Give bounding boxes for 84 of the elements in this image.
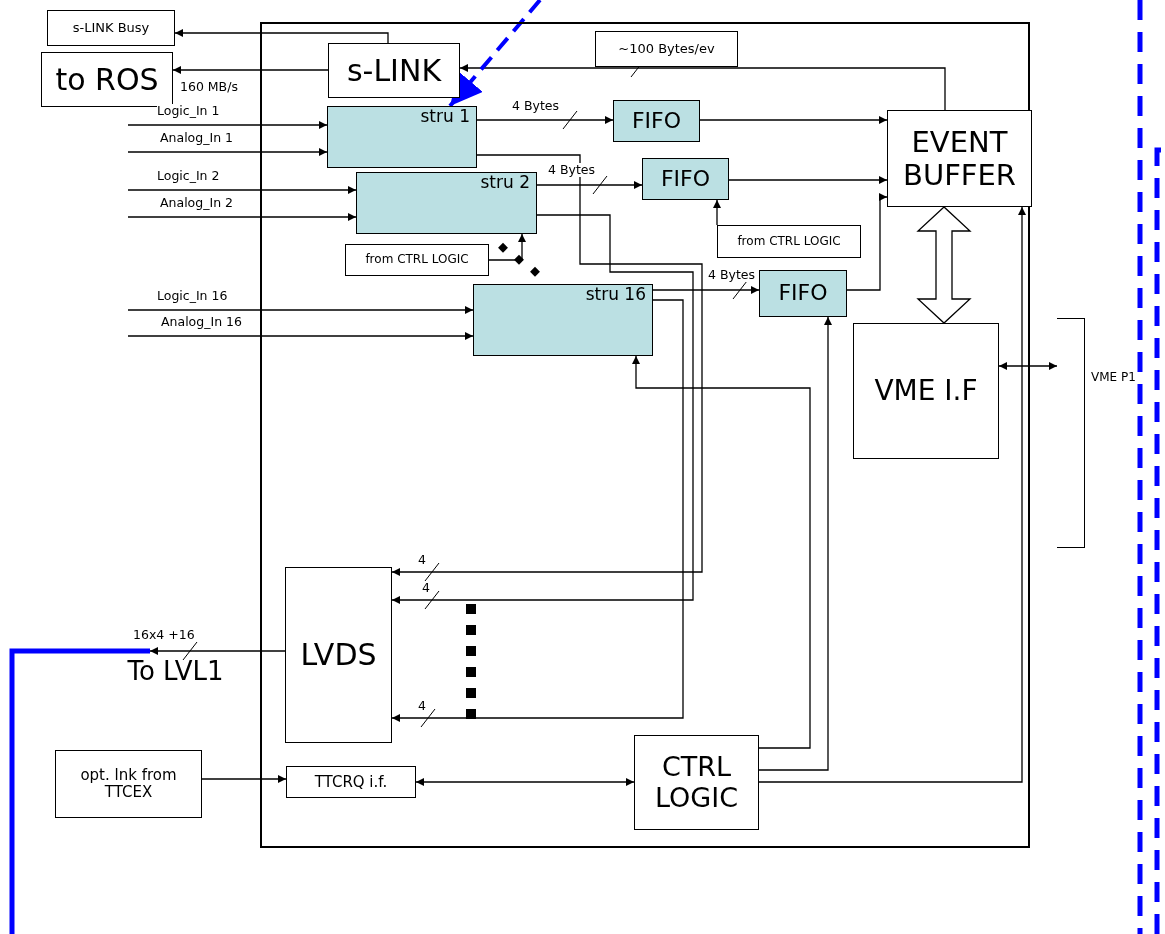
box-label: s-LINK — [346, 53, 442, 88]
arrow — [127, 148, 328, 156]
edge-label: 16x4 +16 — [133, 628, 195, 642]
edge-label: 4 — [418, 699, 426, 713]
edge-label: Analog_In 1 — [160, 131, 233, 145]
board-outline — [260, 22, 1030, 848]
arrow — [699, 116, 888, 124]
box-label: s-LINK Busy — [72, 20, 150, 36]
box-label: from CTRL LOGIC — [365, 253, 469, 267]
lvds-box — [285, 567, 392, 743]
arrow — [652, 286, 760, 294]
edge-label: 160 MB/s — [180, 80, 238, 94]
arrow — [728, 176, 888, 184]
arrow — [476, 116, 614, 124]
note-box — [345, 244, 489, 276]
dashed-arrow — [448, 0, 542, 108]
channel-box — [473, 284, 653, 356]
arrow — [391, 299, 684, 722]
arrow — [391, 154, 703, 576]
arrow — [149, 647, 286, 655]
note-box — [717, 225, 861, 258]
box-label: TTCRQ i.f. — [314, 773, 388, 791]
box-label: stru 2 — [480, 173, 530, 193]
status-box — [47, 10, 175, 46]
box-label: stru 1 — [420, 107, 470, 127]
connector-line — [9, 648, 150, 934]
arrow — [758, 316, 832, 771]
edge-label: Logic_In 1 — [157, 104, 220, 118]
edge-label: Logic_In 16 — [157, 289, 228, 303]
arrow — [846, 193, 888, 291]
arrow — [758, 206, 1026, 783]
arrow — [127, 121, 328, 129]
input-box — [55, 750, 202, 818]
note-box — [595, 31, 738, 67]
double-block-arrow — [916, 206, 972, 324]
box-label: To LVL1 — [127, 657, 224, 687]
edge-label: 4 — [418, 553, 426, 567]
box-label: ~100 Bytes/ev — [618, 41, 715, 57]
edge-label: Analog_In 2 — [160, 196, 233, 210]
arrow — [172, 66, 329, 74]
fifo-box — [642, 158, 729, 200]
box-label: FIFO — [778, 281, 828, 306]
arrow — [201, 775, 287, 783]
box-label: to ROS — [55, 62, 159, 97]
arrow — [713, 199, 721, 226]
box-label: FIFO — [660, 166, 711, 192]
connector-label: VME P1 — [1091, 370, 1136, 384]
edge-label: Analog_In 16 — [161, 315, 242, 329]
arrow — [632, 355, 811, 749]
box-label: EVENT BUFFER — [902, 126, 1017, 191]
link-box — [328, 43, 460, 98]
edge-label: Logic_In 2 — [157, 169, 220, 183]
box-label: VME I.F — [874, 375, 978, 407]
channel-box — [327, 106, 477, 168]
arrow — [127, 306, 474, 314]
arrow — [536, 181, 643, 189]
box-label: LVDS — [300, 638, 377, 672]
fifo-box — [759, 270, 847, 317]
edge-label: 4 Bytes — [708, 268, 755, 282]
arrow — [391, 214, 694, 604]
box-label: CTRL LOGIC — [653, 752, 740, 813]
logic-box — [634, 735, 759, 830]
arrow — [127, 332, 474, 340]
fifo-box — [613, 100, 700, 142]
edge-label: 4 Bytes — [512, 99, 559, 113]
arrow — [174, 29, 389, 44]
buffer-box — [887, 110, 1032, 207]
output-box — [41, 52, 173, 107]
edge-label: 4 — [422, 581, 430, 595]
interface-box — [853, 323, 999, 459]
arrow — [415, 778, 635, 786]
arrow — [127, 213, 357, 221]
interface-box — [286, 766, 416, 798]
edge-label: 4 Bytes — [548, 163, 595, 177]
box-label: stru 16 — [585, 285, 646, 305]
box-label: opt. lnk from TTCEX — [79, 767, 178, 801]
connector-bracket — [1057, 318, 1085, 548]
box-label: FIFO — [631, 108, 682, 134]
arrow — [459, 64, 946, 111]
box-label: from CTRL LOGIC — [737, 234, 841, 249]
arrow — [998, 362, 1058, 370]
arrow — [127, 186, 357, 194]
arrow — [488, 233, 526, 261]
channel-box — [356, 172, 537, 234]
